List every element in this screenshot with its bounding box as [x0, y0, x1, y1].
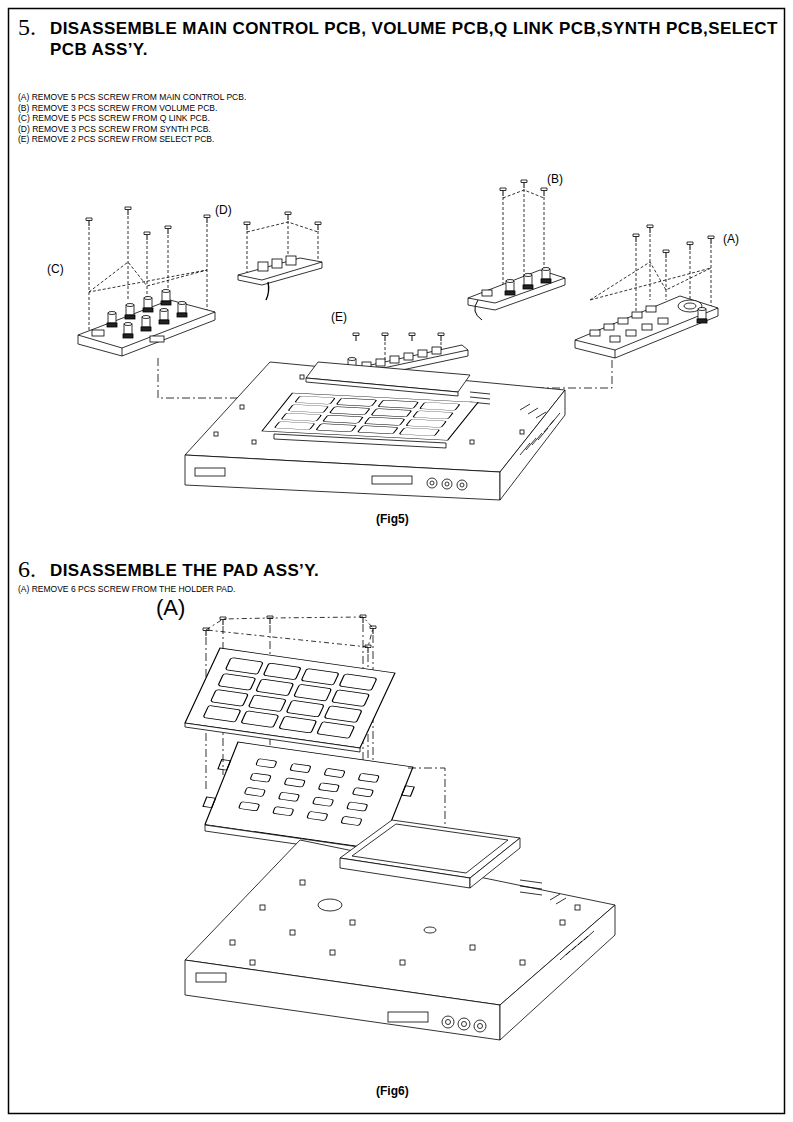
- step-number: 5.: [18, 14, 36, 40]
- step-heading: DISASSEMBLE THE PAD ASS’Y.: [50, 560, 780, 581]
- instruction-line: (A) REMOVE 5 PCS SCREW FROM MAIN CONTROL…: [18, 92, 246, 102]
- callout-letter: (A): [156, 595, 185, 620]
- callout-letter: (C): [46, 262, 65, 276]
- callout-letter: (B): [546, 172, 564, 186]
- instruction-line: (C) REMOVE 5 PCS SCREW FROM Q LINK PCB.: [18, 113, 210, 123]
- instruction-line: (D) REMOVE 3 PCS SCREW FROM SYNTH PCB.: [18, 124, 211, 134]
- figure-caption: (Fig6): [376, 1084, 409, 1098]
- step-number: 6.: [18, 556, 36, 582]
- callout-letter: (A): [722, 232, 740, 246]
- instruction-line: (E) REMOVE 2 PCS SCREW FROM SELECT PCB.: [18, 134, 214, 144]
- figure-caption: (Fig5): [376, 512, 409, 526]
- callout-letter: (D): [214, 203, 233, 217]
- callout-letter: (E): [330, 310, 348, 324]
- step-heading: DISASSEMBLE MAIN CONTROL PCB, VOLUME PCB…: [50, 18, 780, 60]
- instruction-line: (B) REMOVE 3 PCS SCREW FROM VOLUME PCB.: [18, 103, 217, 113]
- instruction-line: (A) REMOVE 6 PCS SCREW FROM THE HOLDER P…: [18, 584, 235, 594]
